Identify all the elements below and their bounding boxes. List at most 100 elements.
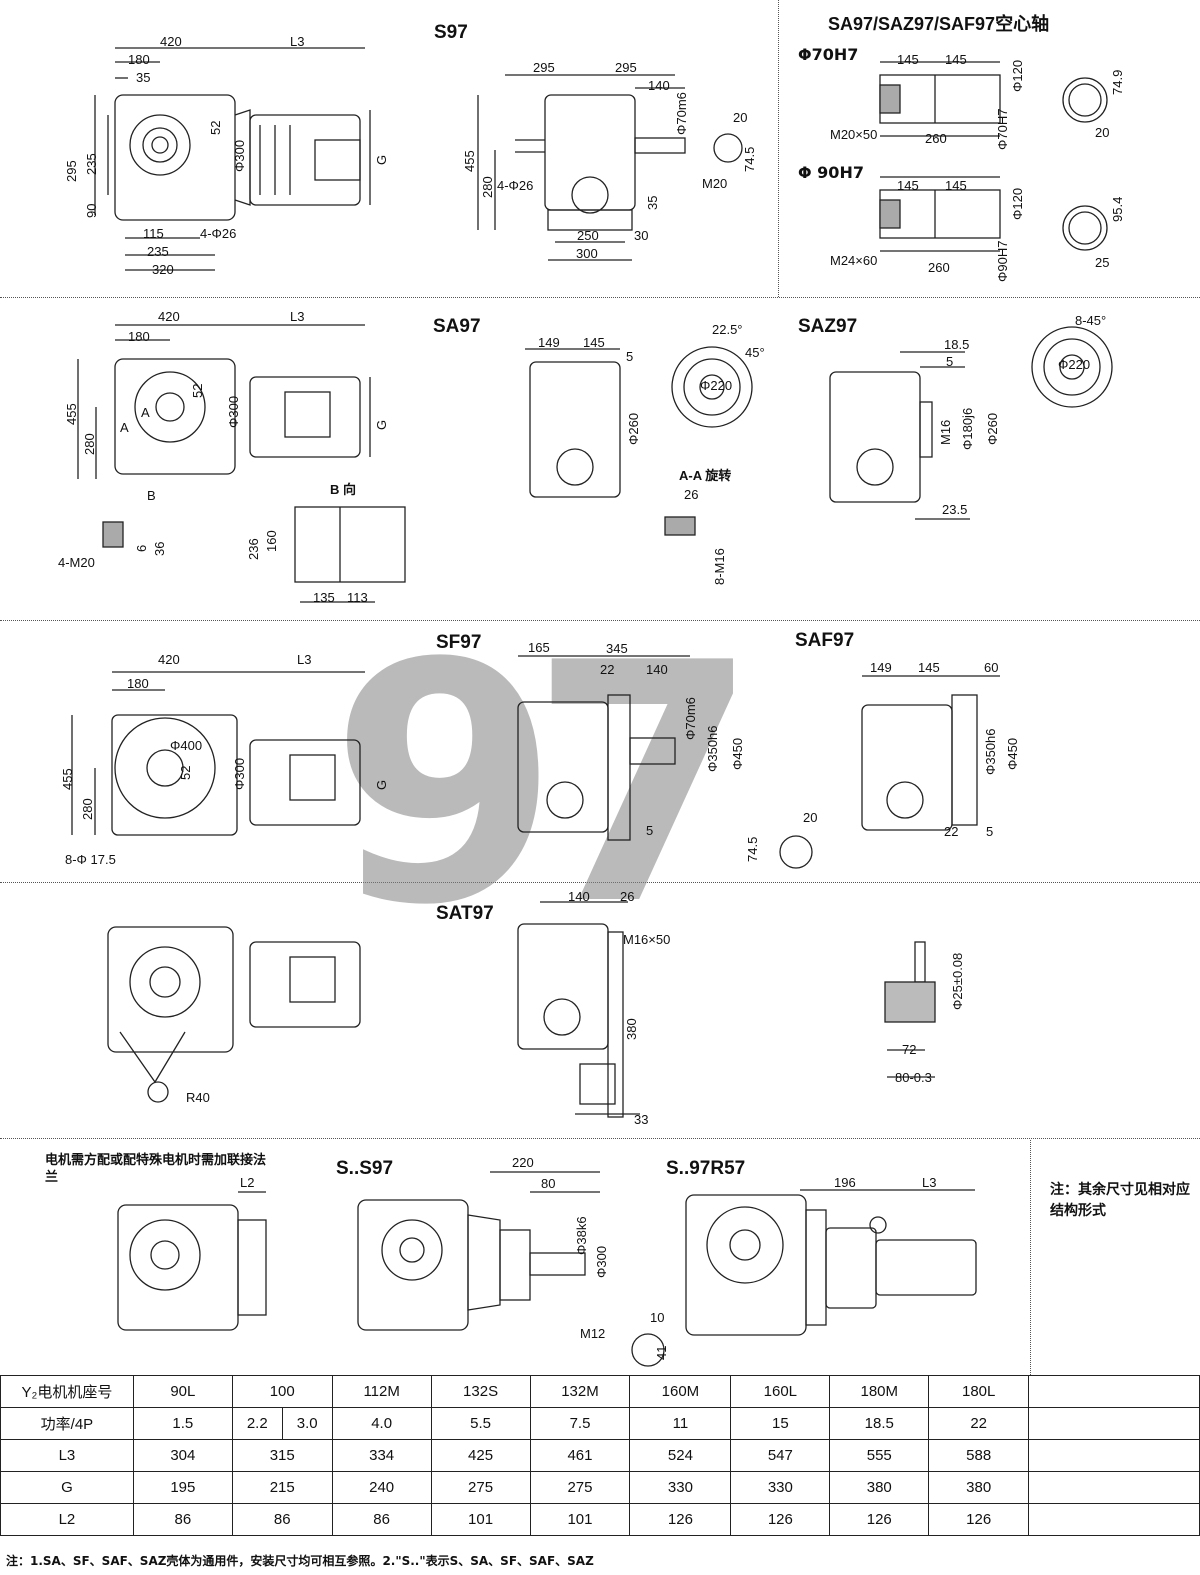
r57-title: S..97R57 bbox=[666, 1158, 746, 1179]
table-cell: 380 bbox=[829, 1471, 930, 1504]
table-cell bbox=[1028, 1503, 1200, 1536]
dim-label: 60 bbox=[984, 660, 999, 675]
table-row: 功率/4P 1.5 2.2 3.0 4.0 5.5 7.5 11 15 18.5… bbox=[0, 1407, 1200, 1440]
dim-label: Φ300 bbox=[226, 395, 241, 428]
dim-label: 90 bbox=[84, 203, 99, 218]
table-cell: 304 bbox=[132, 1439, 233, 1472]
dim-label: 320 bbox=[152, 262, 174, 277]
table-cell: 555 bbox=[829, 1439, 930, 1472]
table-cell: 126 bbox=[629, 1503, 732, 1536]
dim-label: 74.9 bbox=[1110, 69, 1125, 95]
phi90-label: Φ 90H7 bbox=[798, 163, 864, 182]
aa-label: A-A 旋转 bbox=[679, 468, 732, 483]
dim-label: 280 bbox=[82, 433, 97, 455]
dim-label: 35 bbox=[645, 195, 660, 210]
table-cell: 18.5 bbox=[829, 1407, 930, 1440]
dim-label: 4-Φ26 bbox=[497, 178, 534, 193]
phi70-label: Φ70H7 bbox=[798, 45, 859, 64]
table-cell: 334 bbox=[331, 1439, 432, 1472]
table-row: L2 86 86 86 101 101 126 126 126 126 bbox=[0, 1503, 1200, 1536]
dim-label: 74.5 bbox=[742, 146, 757, 172]
dim-label: A bbox=[120, 420, 129, 435]
dim-label: 145 bbox=[897, 178, 919, 193]
table-cell: 3.0 bbox=[281, 1407, 333, 1440]
dim-label: 160 bbox=[264, 530, 279, 552]
divider bbox=[0, 882, 1200, 883]
table-cell: 588 bbox=[928, 1439, 1030, 1472]
dim-label: 235 bbox=[84, 153, 99, 175]
side-note: 注：其余尺寸见相对应结构形式 bbox=[1050, 1182, 1190, 1219]
table-cell: 275 bbox=[430, 1471, 531, 1504]
table-cell: 7.5 bbox=[529, 1407, 631, 1440]
table-cell: 132M bbox=[529, 1375, 631, 1408]
table-cell: 15 bbox=[730, 1407, 831, 1440]
divider bbox=[0, 1138, 1200, 1139]
dim-label: M12 bbox=[580, 1326, 606, 1341]
dim-label: 35 bbox=[136, 70, 151, 85]
table-cell: 132S bbox=[430, 1375, 531, 1408]
dim-label: Φ220 bbox=[1058, 357, 1091, 372]
table-cell: G bbox=[0, 1471, 134, 1504]
sat97-title: SAT97 bbox=[436, 903, 494, 924]
table-cell bbox=[1028, 1407, 1200, 1440]
dim-label: 180 bbox=[128, 52, 150, 67]
table-cell: 315 bbox=[231, 1439, 333, 1472]
dim-label: Φ120 bbox=[1010, 59, 1025, 92]
dim-label: 145 bbox=[918, 660, 940, 675]
dim-label: 18.5 bbox=[944, 337, 970, 352]
divider bbox=[0, 620, 1200, 621]
table-cell: 547 bbox=[730, 1439, 831, 1472]
dim-label: M24×60 bbox=[830, 253, 878, 268]
table-cell: 2.2 bbox=[231, 1407, 283, 1440]
table-cell: 330 bbox=[730, 1471, 831, 1504]
divider bbox=[0, 297, 1200, 298]
sf97-drawing bbox=[71, 655, 813, 869]
table-cell bbox=[1028, 1471, 1200, 1504]
dim-label: 72 bbox=[902, 1042, 917, 1057]
dim-label: 250 bbox=[577, 228, 599, 243]
dim-label: Φ38k6 bbox=[574, 1216, 589, 1255]
table-cell: L2 bbox=[0, 1503, 134, 1536]
dim-label: 455 bbox=[64, 403, 79, 425]
saf97-drawing bbox=[861, 675, 1000, 831]
dim-label: 235 bbox=[147, 244, 169, 259]
table-cell: 195 bbox=[132, 1471, 233, 1504]
dim-label: Φ70H7 bbox=[995, 108, 1010, 150]
dim-label: Φ90H7 bbox=[995, 240, 1010, 282]
dim-label: 145 bbox=[945, 52, 967, 67]
dim-label: 25 bbox=[1095, 255, 1110, 270]
dim-label: 20 bbox=[803, 810, 818, 825]
table-cell: 330 bbox=[629, 1471, 732, 1504]
dim-label: 220 bbox=[512, 1155, 534, 1170]
dim-label: 4-Φ26 bbox=[200, 226, 237, 241]
dim-label: 8-M16 bbox=[712, 548, 727, 585]
dim-label: 26 bbox=[620, 889, 635, 904]
dim-label: G bbox=[374, 154, 389, 165]
dim-label: 36 bbox=[152, 541, 167, 556]
dim-label: 5 bbox=[986, 824, 994, 839]
dim-label: 52 bbox=[190, 383, 205, 398]
dim-label: A bbox=[141, 405, 150, 420]
dim-label: 295 bbox=[615, 60, 637, 75]
b-view-label: B 向 bbox=[330, 482, 357, 497]
dim-label: Φ70m6 bbox=[683, 697, 698, 740]
dim-label: G bbox=[374, 779, 389, 790]
dim-label: 20 bbox=[1095, 125, 1110, 140]
dim-label: 8-45° bbox=[1075, 313, 1107, 328]
dim-label: 140 bbox=[646, 662, 668, 677]
table-cell: 101 bbox=[430, 1503, 531, 1536]
dim-label: 280 bbox=[480, 176, 495, 198]
table-cell: 5.5 bbox=[430, 1407, 531, 1440]
dim-label: Φ450 bbox=[1005, 737, 1020, 770]
sf97-title: SF97 bbox=[436, 632, 482, 653]
table-cell: 100 bbox=[231, 1375, 333, 1408]
dim-label: 455 bbox=[462, 150, 477, 172]
dim-label: L3 bbox=[297, 652, 312, 667]
table-cell: 126 bbox=[730, 1503, 831, 1536]
table-cell: 180M bbox=[829, 1375, 930, 1408]
spec-table: Y₂电机机座号 90L 100 112M 132S 132M 160M 160L… bbox=[0, 1375, 1200, 1536]
dim-label: 80 bbox=[541, 1176, 556, 1191]
dim-label: 380 bbox=[624, 1018, 639, 1040]
dim-label: Φ70m6 bbox=[674, 92, 689, 135]
dim-label: Φ120 bbox=[1010, 187, 1025, 220]
